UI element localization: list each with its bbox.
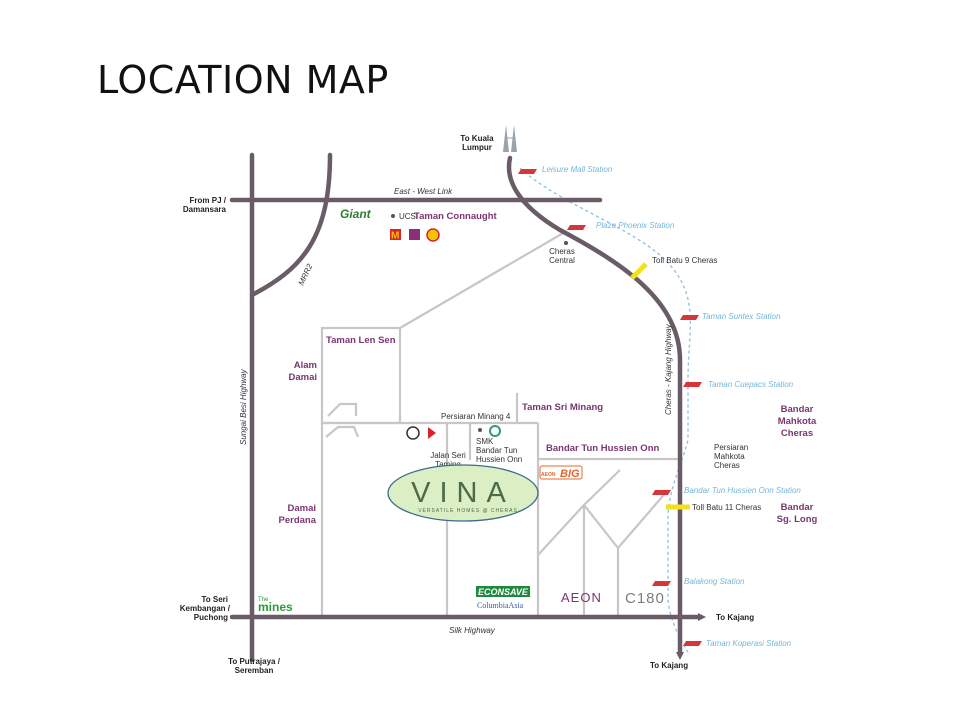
page-title: LOCATION MAP <box>97 58 389 102</box>
svg-text:Balakong Station: Balakong Station <box>684 577 745 586</box>
road-cheras-kajang: Cheras - Kajang Highway <box>664 323 673 415</box>
area-taman-len-sen: Taman Len Sen <box>326 335 396 346</box>
station-leisure-mall: Leisure Mall Station <box>518 165 613 174</box>
road-sungai-besi: Sungai Besi Highway <box>239 368 248 445</box>
mrt-badge-icon <box>652 581 671 586</box>
station-taman-koperasi: Taman Koperasi Station <box>683 639 792 648</box>
shell-icon <box>426 228 440 242</box>
area-taman-sri-minang: Taman Sri Minang <box>522 402 603 413</box>
smk-dot <box>478 428 482 432</box>
logo-mines-small: The <box>258 597 269 603</box>
direction-to-putrajaya: To Putrajaya /Seremban <box>228 657 281 675</box>
logo-mines: mines <box>258 600 293 614</box>
mcdonalds-icon <box>390 229 401 240</box>
petronas-icon <box>409 229 420 240</box>
direction-from-pj: From PJ /Damansara <box>183 196 227 214</box>
road-mrr2: MRR2 <box>297 262 315 287</box>
place-toll-9: Toll Batu 9 Cheras <box>652 256 717 265</box>
place-ucsi: UCSI <box>399 212 418 221</box>
svg-text:Bandar Tun Hussien Onn Station: Bandar Tun Hussien Onn Station <box>684 486 801 495</box>
station-taman-suntex: Taman Suntex Station <box>680 312 781 321</box>
station-taman-cuepacs: Taman Cuepacs Station <box>683 380 794 389</box>
aeon-big-logo <box>539 465 583 480</box>
aeon-big-small-icon: AEON <box>541 472 556 478</box>
svg-text:Taman Suntex Station: Taman Suntex Station <box>702 312 781 321</box>
area-bandar-tun-hussien-onn: Bandar Tun Hussien Onn <box>546 443 660 454</box>
kl-tower-icon <box>503 125 517 152</box>
mrt-line <box>519 167 691 653</box>
area-taman-connaught: Taman Connaught <box>414 211 498 222</box>
mrt-badge-icon <box>683 382 702 387</box>
svg-text:Plaza Phoenix Station: Plaza Phoenix Station <box>596 221 675 230</box>
vina-tagline: VERSATILE HOMES @ CHERAS <box>418 508 518 514</box>
svg-text:Leisure Mall Station: Leisure Mall Station <box>542 165 613 174</box>
arrow-down-icon <box>676 652 684 660</box>
station-bandar-tun-hussien-onn: Bandar Tun Hussien Onn Station <box>652 486 801 495</box>
direction-to-kajang-bottom: To Kajang <box>650 661 688 670</box>
station-plaza-phoenix: Plaza Phoenix Station <box>567 221 675 230</box>
hong-leong-icon <box>428 427 436 439</box>
econsave-logo <box>476 586 530 597</box>
place-toll-11: Toll Batu 11 Cheras <box>692 503 761 512</box>
logo-c180: C180 <box>625 590 665 607</box>
vina-project-marker: VINA VERSATILE HOMES @ CHERAS <box>387 464 539 522</box>
mcdonalds-m-icon: M <box>391 231 399 242</box>
mrt-badge-icon <box>652 490 671 495</box>
main-roads <box>229 152 703 663</box>
mrt-badge-icon <box>680 315 699 320</box>
logo-columbia-asia: ColumbiaAsia <box>477 601 524 610</box>
petronas-sm-icon <box>489 425 501 437</box>
svg-text:Taman Cuepacs Station: Taman Cuepacs Station <box>708 380 794 389</box>
logo-econsave: ECONSAVE <box>478 587 529 597</box>
station-balakong: Balakong Station <box>652 577 745 586</box>
road-persiaran-minang: Persiaran Minang 4 <box>441 412 511 421</box>
cheras-central-dot <box>564 241 568 245</box>
toll-batu-9-marker <box>630 262 648 280</box>
logo-giant: Giant <box>340 207 372 221</box>
arrow-right-icon <box>698 613 706 621</box>
logo-aeon-big: BIG <box>560 468 580 480</box>
proton-icon <box>406 426 420 440</box>
svg-text:Taman Koperasi Station: Taman Koperasi Station <box>706 639 792 648</box>
mrt-badge-icon <box>518 169 537 174</box>
ucsi-dot <box>391 214 395 218</box>
mrt-badge-icon <box>683 641 702 646</box>
direction-to-kajang-right: To Kajang <box>716 613 754 622</box>
road-silk: Silk Highway <box>449 626 496 635</box>
logo-aeon: AEON <box>561 590 602 605</box>
minor-roads <box>320 231 681 617</box>
vina-name: VINA <box>411 477 515 509</box>
road-east-west-link: East - West Link <box>394 187 453 196</box>
mrt-badge-icon <box>567 225 586 230</box>
